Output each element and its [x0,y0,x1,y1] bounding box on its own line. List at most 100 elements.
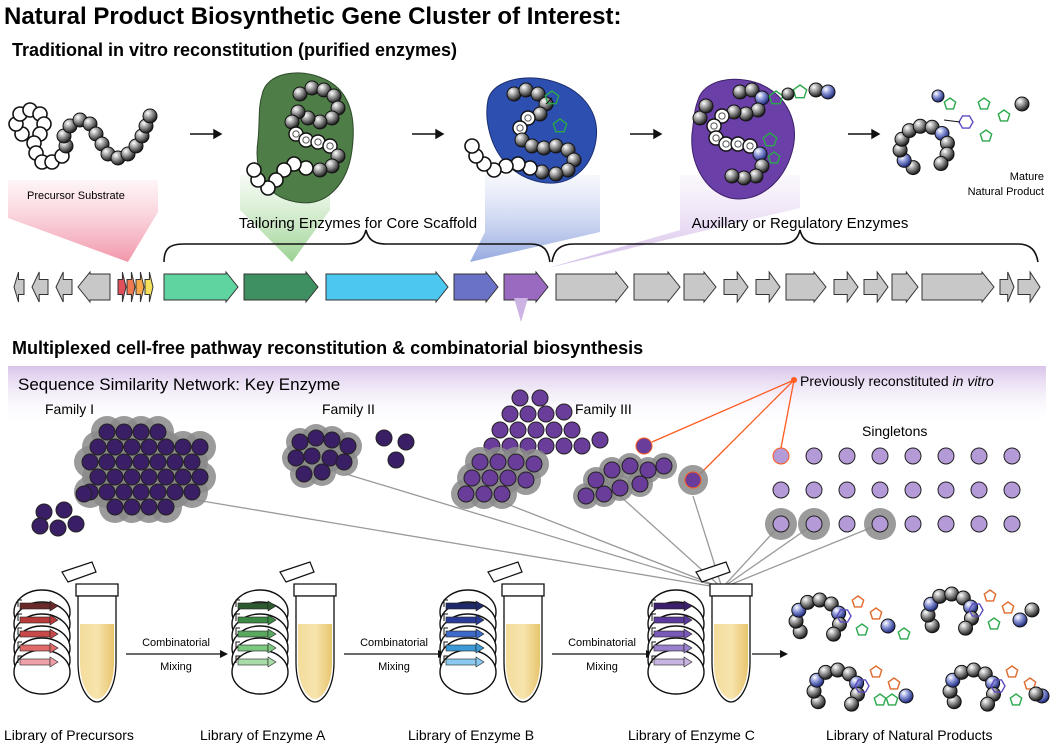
residue-blue [821,85,835,99]
tube-liquid [714,624,748,699]
network-node [806,448,822,464]
network-node [308,430,324,446]
library-label: Library of Natural Products [826,727,993,743]
network-node [872,482,888,498]
network-node [592,432,608,448]
residue-gray [933,589,947,603]
ring-pentagon [888,678,899,689]
network-node [50,520,66,536]
residue-gray [934,157,948,171]
gene-insert [20,645,50,651]
network-node [490,454,506,470]
gene-arrow [786,272,826,302]
residue-gray [1015,97,1029,111]
network-node [556,438,572,454]
ring-pentagon [1006,666,1017,677]
family-3-label: Family III [575,401,632,417]
network-node [68,516,84,532]
gene-insert [446,603,476,609]
gene-insert [238,631,268,637]
gene-insert [446,659,476,665]
mature-label-1: Mature [1010,171,1044,183]
plasmid [232,650,288,694]
network-node [133,454,149,470]
network-node [184,454,200,470]
final-arrowhead [780,650,788,658]
network-node [520,406,536,422]
traditional-heading: Traditional in vitro reconstitution (pur… [12,40,457,60]
network-node [133,424,149,440]
residue-gray [981,697,995,711]
network-node [150,454,166,470]
network-node [36,504,52,520]
gene-arrow [145,272,153,302]
blue-enzyme-fan [470,175,600,262]
network-node [492,422,508,438]
gene-arrow [756,272,780,302]
network-node [107,469,123,485]
network-node [1004,516,1020,532]
residue-blue [1013,613,1027,627]
gene-arrow [14,272,24,302]
ring-pentagon [1010,694,1021,705]
network-node [1004,482,1020,498]
network-node [588,472,604,488]
gene-insert [238,659,268,665]
network-node [296,466,312,482]
network-node [314,464,330,480]
network-node [388,452,404,468]
tube-liquid [506,624,540,699]
gene-arrow [892,272,918,302]
tube-rim [710,584,752,596]
network-node [99,424,115,440]
gene-insert [20,617,50,623]
gene-arrow [326,272,448,302]
gene-arrow [164,272,238,302]
family-2-label: Family II [322,401,375,417]
gene-arrow [556,272,628,302]
residue-gray [549,167,563,181]
network-node [482,470,498,486]
network-node [526,456,542,472]
network-node [971,516,987,532]
gene-arrow [244,272,318,302]
family-1-label: Family I [45,401,94,417]
network-node [124,439,140,455]
gene-arrow [1018,272,1040,302]
previously-prefix: Previously reconstituted [800,373,953,389]
network-node [546,422,562,438]
network-node [773,516,789,532]
network-node [158,469,174,485]
network-node [1004,448,1020,464]
gene-arrow [56,272,72,302]
gene-insert [654,645,684,651]
residue-gray [1029,687,1043,701]
network-node [141,469,157,485]
network-node [398,434,414,450]
network-node [574,438,590,454]
residue-gray [955,665,969,679]
precursor-substrate-chain [9,103,157,169]
mature-label-2: Natural Product [968,186,1044,198]
tube-lid [280,562,314,582]
network-node [184,484,200,500]
gene-insert [654,659,684,665]
residue-gray [819,665,833,679]
network-node [116,484,132,500]
network-node [510,422,526,438]
network-node [512,390,528,406]
network-node [604,462,620,478]
gene-arrow [127,272,135,302]
network-node [336,454,352,470]
residue-gray [845,697,859,711]
tube-lid [62,562,96,582]
residue-gray [827,627,841,641]
network-node [578,488,594,504]
network-node [99,484,115,500]
converge-line [196,500,722,588]
gene-arrow [684,272,716,302]
ssn-title: Sequence Similarity Network: Key Enzyme [18,375,340,394]
network-node [304,448,320,464]
residue-gray [782,88,794,100]
